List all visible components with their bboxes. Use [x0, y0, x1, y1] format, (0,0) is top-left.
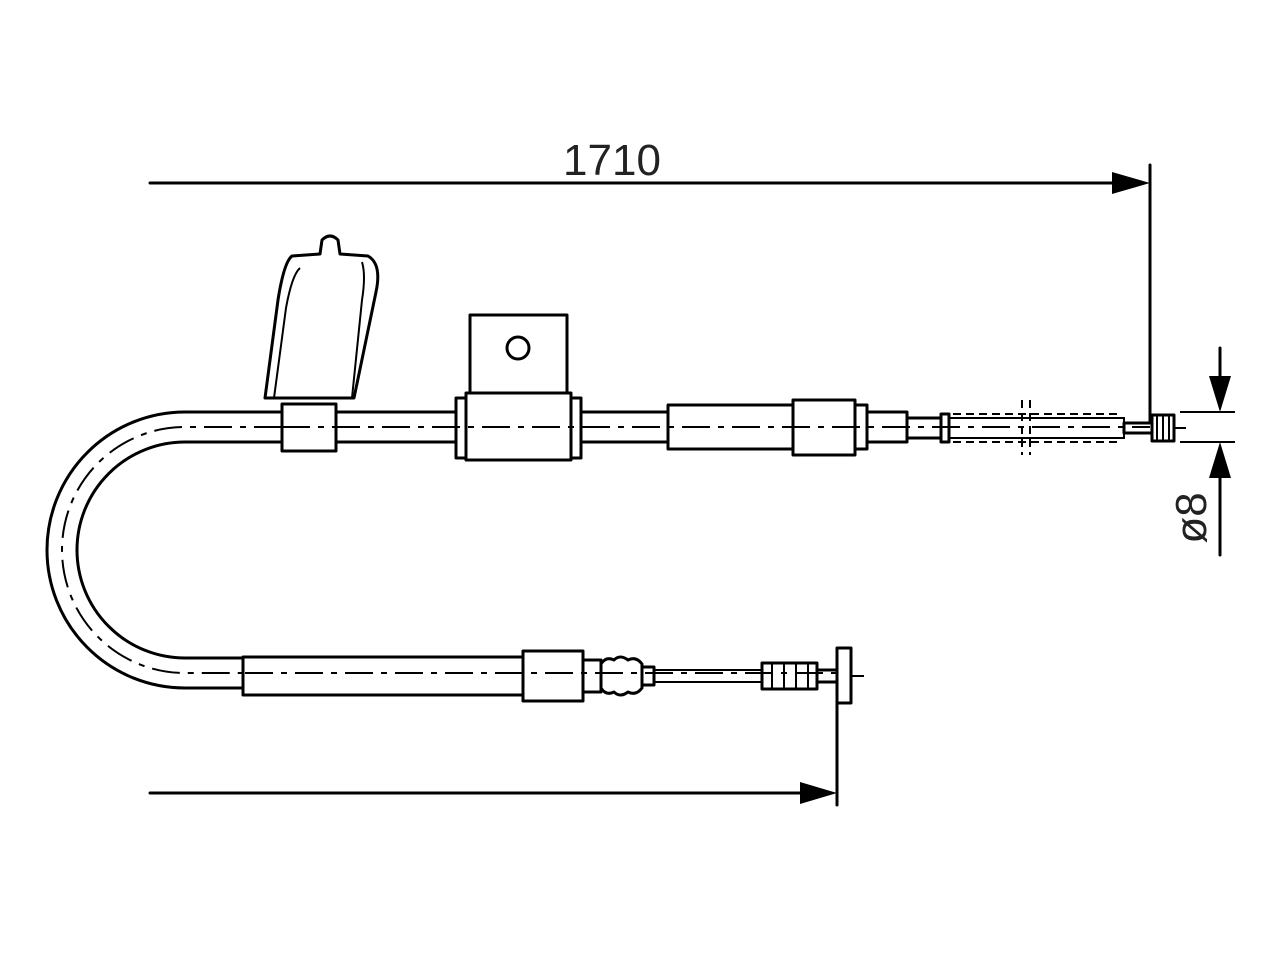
- lower-end-fitting: [241, 646, 864, 705]
- bracket-clip: [454, 313, 583, 462]
- diameter-label: ø8: [1167, 492, 1216, 543]
- length-dimension: 1710: [148, 136, 1152, 427]
- mounting-grommet: [263, 234, 380, 453]
- upper-cable-run: [333, 410, 670, 444]
- diameter-dimension: ø8: [1167, 346, 1235, 557]
- length-label: 1710: [563, 136, 661, 185]
- cable-sheath: [45, 410, 282, 690]
